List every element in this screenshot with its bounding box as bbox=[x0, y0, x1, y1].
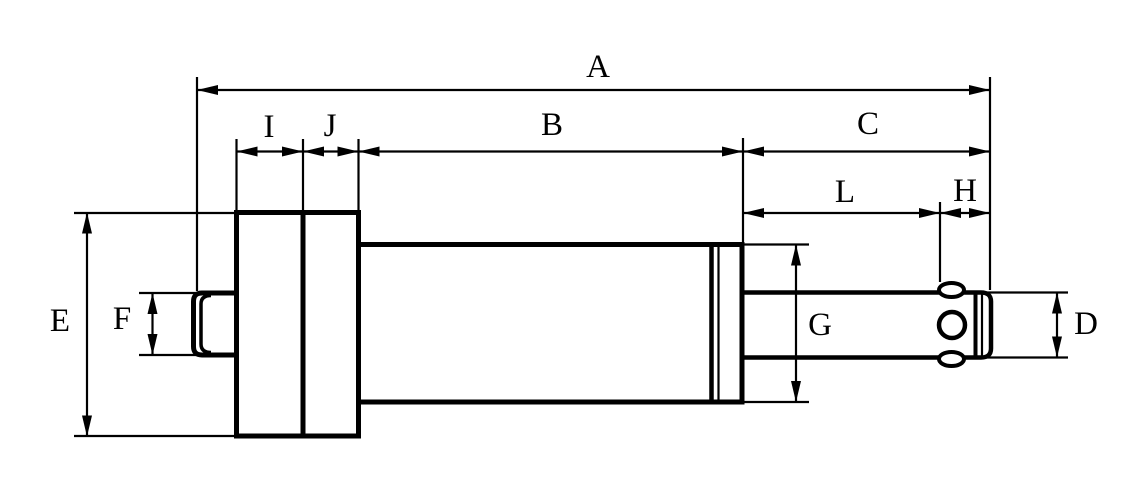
rear-cap-flange bbox=[234, 210, 306, 439]
clevis-pin-top bbox=[937, 281, 966, 299]
dim-label-a: A bbox=[586, 49, 610, 85]
dim-label-h: H bbox=[953, 173, 977, 209]
dim-label-l: L bbox=[835, 174, 855, 210]
dim-label-b: B bbox=[541, 107, 563, 143]
dimension-labels: A I J B C L H E F G D bbox=[50, 49, 1098, 343]
dim-label-d: D bbox=[1074, 306, 1098, 342]
rod-pin-hole bbox=[936, 309, 968, 341]
rear-cap-collar bbox=[300, 210, 361, 439]
clevis-pin-bottom bbox=[937, 350, 966, 368]
dim-label-i: I bbox=[264, 109, 275, 145]
dimension-lines bbox=[82, 85, 1062, 437]
left-port-boss-inner-line bbox=[199, 293, 212, 355]
cylinder-outlines bbox=[191, 210, 994, 439]
dim-label-g: G bbox=[808, 307, 832, 343]
cylinder-barrel bbox=[356, 242, 745, 405]
dim-label-c: C bbox=[857, 106, 879, 142]
dim-label-e: E bbox=[50, 303, 70, 339]
dim-label-f: F bbox=[113, 301, 131, 337]
dim-label-j: J bbox=[324, 108, 337, 144]
